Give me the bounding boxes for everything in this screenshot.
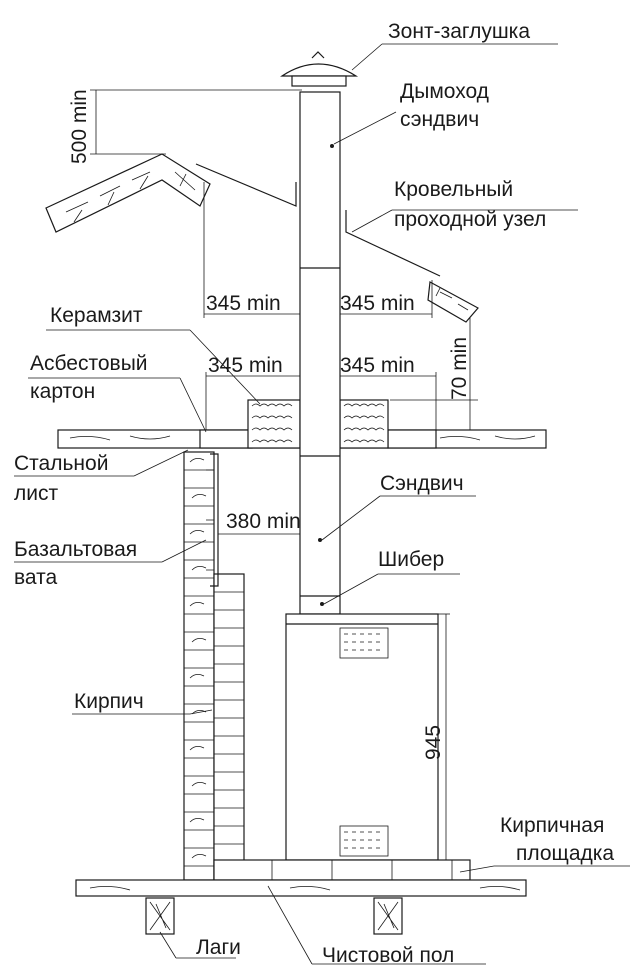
label-krovel-line2: проходной узел — [394, 208, 546, 231]
dim-ceiling-right: 345 min — [340, 354, 415, 377]
label-keramzit: Керамзит — [50, 304, 143, 327]
labels: Зонт-заглушка Дымоход сэндвич Кровельный… — [14, 20, 614, 967]
label-ploshadka-line1: Кирпичная — [500, 814, 604, 837]
dim-wall-gap: 380 min — [226, 510, 301, 533]
label-lagi: Лаги — [196, 936, 241, 959]
chimney — [280, 51, 359, 615]
keramzit-fill-right — [339, 399, 389, 449]
leader-lines — [14, 43, 630, 965]
label-zont: Зонт-заглушка — [388, 20, 530, 43]
stove-vents-top — [339, 627, 389, 659]
label-kirpich: Кирпич — [74, 690, 144, 713]
floor-joist-left — [145, 897, 175, 935]
floor-joist-right — [373, 897, 403, 935]
dimension-values: 500 min 345 min 345 min 345 min 345 min … — [68, 89, 471, 760]
stove-vents-bottom — [339, 825, 389, 857]
label-krovel-line1: Кровельный — [394, 178, 513, 201]
steel-sheet — [210, 453, 219, 587]
dimension-lines — [90, 89, 478, 860]
label-bazalt-line2: вата — [14, 566, 58, 589]
dim-stove-height: 945 — [422, 725, 445, 760]
finish-floor — [75, 879, 527, 897]
label-asbest-line1: Асбестовый — [30, 352, 148, 375]
label-asbest-line2: картон — [30, 380, 95, 403]
dim-roof-right: 345 min — [340, 292, 415, 315]
label-bazalt-line1: Базальтовая — [14, 538, 137, 561]
brick-platform — [213, 859, 471, 881]
label-pol: Чистовой пол — [322, 944, 454, 967]
label-dymohod-line1: Дымоход — [400, 80, 489, 103]
label-stal-line1: Стальной — [14, 452, 108, 475]
label-ploshadka-line2: площадка — [516, 842, 614, 865]
label-shiber: Шибер — [378, 548, 444, 571]
brick-wall — [183, 451, 245, 881]
sauna-stove — [285, 613, 439, 861]
brick-screen — [213, 573, 245, 881]
dim-roof-gap: 500 min — [68, 89, 91, 164]
asbestos-board-right — [387, 429, 437, 449]
label-dymohod-line2: сэндвич — [400, 108, 479, 131]
chimney-cap — [280, 51, 359, 87]
label-sendvich: Сэндвич — [380, 472, 464, 495]
asbestos-board-left — [199, 429, 253, 449]
dim-roof-left: 345 min — [206, 292, 281, 315]
dim-ceiling-height: 70 min — [448, 337, 471, 400]
dim-ceiling-left: 345 min — [208, 354, 283, 377]
label-stal-line2: лист — [14, 482, 58, 505]
ceiling — [57, 399, 547, 449]
